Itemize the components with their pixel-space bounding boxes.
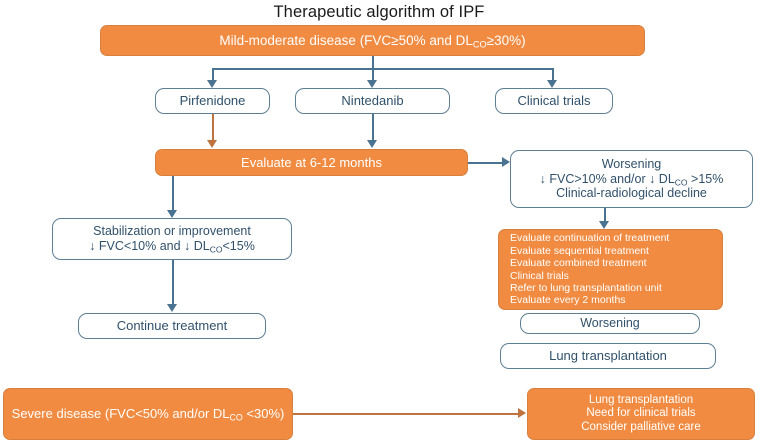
node-stabilization-or-improvement[interactable]: Stabilization or improvement ↓ FVC<10% a… [52, 218, 292, 260]
connector-evaluate-to-worsening [468, 162, 504, 164]
severe-option-item: Lung transplantation [588, 393, 694, 406]
pirfenidone-label: Pirfenidone [179, 93, 246, 109]
mild-moderate-text: Mild-moderate disease (FVC≥50% and DLCO≥… [219, 32, 526, 50]
node-severe-disease[interactable]: Severe disease (FVC<50% and/or DLCO <30%… [3, 388, 293, 440]
arrowhead-severe-to-options [518, 408, 526, 418]
node-pirfenidone[interactable]: Pirfenidone [155, 88, 270, 114]
page-title: Therapeutic algorithm of IPF [273, 3, 485, 21]
connector-evaluate-to-stabilization [172, 176, 174, 212]
connector-severe-to-options [293, 413, 521, 415]
evaluate-option-item: Refer to lung transplantation unit [510, 281, 662, 294]
node-lung-transplantation[interactable]: Lung transplantation [500, 343, 716, 369]
node-severe-options[interactable]: Lung transplantation Need for clinical t… [527, 388, 755, 440]
node-evaluate-6-12-months[interactable]: Evaluate at 6-12 months [155, 149, 468, 176]
connector-trunk-vertical [372, 56, 374, 69]
arrowhead-to-clinical-trials [547, 80, 557, 88]
arrowhead-to-nintedanib [367, 80, 377, 88]
severe-option-item: Consider palliative care [581, 420, 701, 433]
evaluate-6-12-label: Evaluate at 6-12 months [241, 154, 382, 170]
node-worsening-small[interactable]: Worsening [520, 313, 700, 334]
connector-worsening-to-options [604, 208, 606, 224]
node-worsening-criteria[interactable]: Worsening ↓ FVC>10% and/or ↓ DLCO >15% C… [510, 150, 753, 208]
evaluate-option-item: Evaluate continuation of treatment [510, 232, 670, 245]
nintedanib-label: Nintedanib [341, 93, 404, 109]
connector-horizontal-bus [212, 68, 554, 70]
connector-branch-clinical-trials [552, 68, 554, 82]
node-evaluate-options[interactable]: Evaluate continuation of treatment Evalu… [498, 229, 723, 310]
evaluate-option-item: Clinical trials [510, 269, 569, 282]
connector-nintedanib-to-evaluate [372, 114, 374, 142]
arrowhead-evaluate-to-stabilization [167, 210, 177, 218]
worsening-line-1: Worsening [601, 156, 662, 171]
clinical-trials-label: Clinical trials [517, 93, 591, 109]
arrowhead-stabilization-to-continue [167, 304, 177, 312]
evaluate-option-item: Evaluate combined treatment [510, 257, 647, 270]
lung-transplantation-label: Lung transplantation [549, 348, 667, 364]
worsening-small-label: Worsening [580, 316, 640, 331]
arrowhead-to-pirfenidone [207, 80, 217, 88]
arrowhead-nintedanib-to-evaluate [367, 140, 377, 148]
severe-option-item: Need for clinical trials [586, 407, 696, 420]
continue-treatment-label: Continue treatment [116, 318, 228, 334]
arrowhead-worsening-to-options [599, 221, 609, 229]
node-mild-moderate-disease[interactable]: Mild-moderate disease (FVC≥50% and DLCO≥… [100, 25, 645, 56]
node-clinical-trials[interactable]: Clinical trials [495, 88, 613, 114]
node-continue-treatment[interactable]: Continue treatment [78, 313, 266, 339]
arrowhead-evaluate-to-worsening [502, 157, 510, 167]
connector-pirfenidone-to-evaluate [212, 114, 214, 142]
connector-branch-nintedanib [372, 68, 374, 82]
worsening-line-2: ↓ FVC>10% and/or ↓ DLCO >15% [539, 171, 724, 187]
connector-stabilization-to-continue [172, 260, 174, 306]
evaluate-option-item: Evaluate every 2 months [510, 294, 626, 307]
connector-branch-pirfenidone [212, 68, 214, 82]
evaluate-option-item: Evaluate sequential treatment [510, 244, 649, 257]
worsening-line-3: Clinical-radiological decline [556, 186, 707, 201]
stabilization-line-2: ↓ FVC<10% and ↓ DLCO<15% [89, 239, 255, 255]
node-nintedanib[interactable]: Nintedanib [295, 88, 450, 114]
stabilization-line-1: Stabilization or improvement [93, 224, 251, 239]
arrowhead-pirfenidone-to-evaluate [207, 140, 217, 148]
severe-disease-text: Severe disease (FVC<50% and/or DLCO <30%… [11, 406, 285, 423]
